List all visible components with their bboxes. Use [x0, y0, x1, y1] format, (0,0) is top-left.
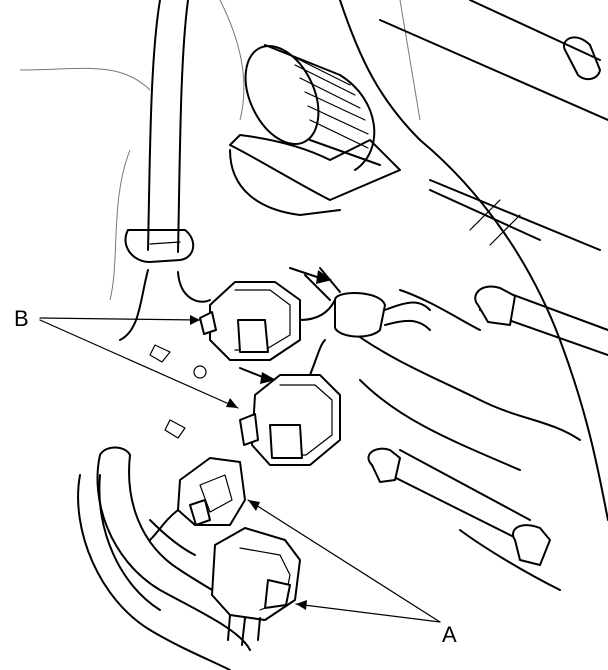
callout-b-label: B — [14, 306, 29, 331]
callout-a-label: A — [442, 622, 457, 647]
leader-b-lower — [39, 319, 239, 409]
connector-a-lower — [211, 527, 301, 646]
connector-b-upper — [199, 281, 336, 361]
direction-marks — [149, 267, 332, 439]
hose-vertical — [119, 0, 211, 341]
background-outline — [19, 0, 421, 301]
wire-harness — [77, 446, 261, 670]
connector-b-lower — [239, 339, 341, 466]
leader-b-upper — [39, 317, 201, 321]
hose-coupling — [304, 267, 431, 338]
leader-lines — [39, 315, 441, 623]
transmission-housing — [339, 0, 608, 521]
connector-a-upper — [149, 457, 246, 541]
leader-a-upper — [247, 499, 441, 623]
rod-bracket — [367, 285, 608, 591]
cylinder-sensor — [229, 44, 401, 216]
leader-a-lower — [295, 603, 441, 623]
